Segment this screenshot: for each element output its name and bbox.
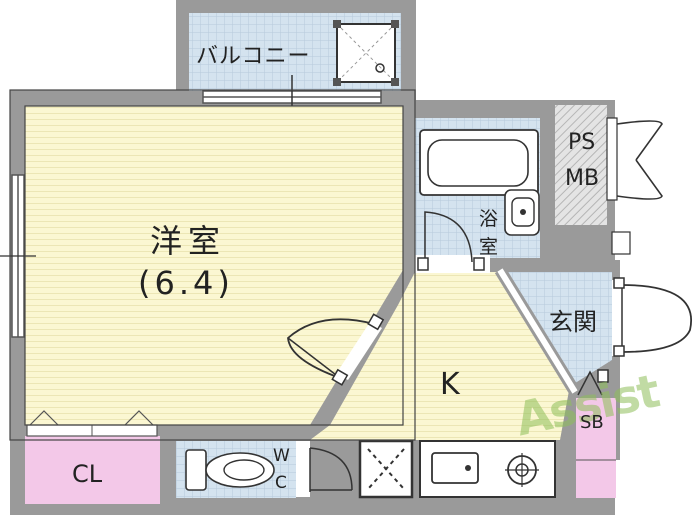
western-room-size: (6.4) <box>138 264 234 302</box>
ps-label: PS <box>568 130 596 155</box>
bath-label-1: 浴 <box>479 208 499 230</box>
closet-label: CL <box>72 460 103 488</box>
ac-outdoor-unit-icon <box>333 20 399 86</box>
kitchen-label: K <box>440 367 460 402</box>
closet-floor <box>25 436 160 504</box>
wc-label-1: W <box>273 446 290 466</box>
western-room-label: 洋室 <box>150 222 227 260</box>
shoe-box <box>576 398 616 498</box>
wc-label-2: C <box>275 473 287 493</box>
wc-door-icon[interactable] <box>296 441 353 497</box>
wall-outlines <box>9 89 416 441</box>
western-room-door-icon[interactable] <box>287 313 385 386</box>
ps-mb-doors-icon[interactable] <box>606 117 663 201</box>
entrance-label: 玄関 <box>549 308 597 336</box>
kitchen-counter-icon <box>419 440 556 498</box>
toilet-icon <box>185 449 275 491</box>
mb-label: MB <box>565 166 600 191</box>
bathtub-icon <box>419 129 539 196</box>
refrigerator-icon <box>358 439 414 499</box>
kitchen-floor <box>310 272 570 440</box>
bath-label-2: 室 <box>479 236 499 258</box>
entrance-floor <box>500 272 612 385</box>
bathroom-door-icon[interactable] <box>415 211 490 273</box>
ps-mb-shaft <box>555 105 607 225</box>
balcony-label: バルコニー <box>196 44 311 69</box>
washbasin-icon <box>504 189 540 236</box>
entrance-door-icon[interactable] <box>612 277 692 357</box>
shoe-box-label: SB <box>580 412 604 433</box>
western-room-floor <box>25 106 403 425</box>
